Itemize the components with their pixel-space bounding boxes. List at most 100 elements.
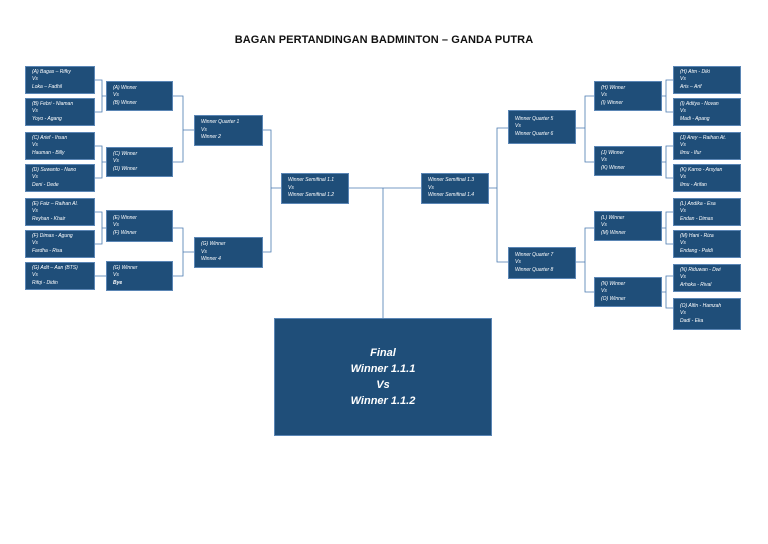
team-1: (L) Winner [601, 214, 625, 221]
vs-label: Vs [428, 184, 434, 191]
team-2: (O) Winner [601, 295, 626, 302]
final-vs-label: Vs [376, 379, 390, 391]
team-1: (M) Hani - Riza [680, 232, 714, 239]
team-1: (N) Riduwan - Dwi [680, 266, 721, 273]
vs-label: Vs [32, 108, 38, 115]
team-2: Winner Semifinal 1.2 [288, 192, 335, 199]
team-1: (C) Winner [113, 150, 138, 157]
match-box-N: (N) Riduwan - Dwi Vs Arhoka - Rival [673, 264, 741, 292]
vs-label: Vs [680, 76, 686, 83]
team-1: (A) Winner [113, 84, 137, 91]
team-1: Winner Quarter 7 [515, 251, 554, 258]
vs-label: Vs [113, 272, 119, 279]
team-2: Madi - Apang [680, 115, 710, 122]
vs-label: Vs [515, 123, 521, 130]
team-2: (I) Winner [601, 99, 623, 106]
team-2: Winner Quarter 6 [515, 130, 554, 137]
team-1: (O) Alfin - Hamzah [680, 302, 722, 309]
bye-label: Bye [113, 279, 123, 286]
vs-label: Vs [113, 158, 119, 165]
team-1: (H) Atm - Diki [680, 68, 710, 75]
team-2: Endang - Paldi [680, 247, 713, 254]
vs-label: Vs [680, 310, 686, 317]
vs-label: Vs [601, 92, 607, 99]
vs-label: Vs [680, 174, 686, 181]
team-1: (C) Arief - Ihsan [32, 134, 68, 141]
match-box-EF: (E) Winner Vs (F) Winner [106, 210, 173, 242]
vs-label: Vs [680, 240, 686, 247]
team-1: (A) Bagas – Rifky [32, 68, 71, 75]
match-box-E: (E) Faiz – Raihan Al. Vs Reyhan - Khair [25, 198, 95, 226]
team-2: (B) Winner [113, 99, 137, 106]
team-2: Ilmu - Arifan [680, 181, 707, 188]
vs-label: Vs [515, 259, 521, 266]
match-box-I: (I) Aditya - Novan Vs Madi - Apang [673, 98, 741, 126]
match-box-H: (H) Atm - Diki Vs Aris – Arif [673, 66, 741, 94]
team-2: Fardha - Risa [32, 247, 63, 254]
match-box-HI: (H) Winner Vs (I) Winner [594, 81, 662, 111]
team-1: (N) Winner [601, 280, 626, 287]
vs-label: Vs [32, 208, 38, 215]
match-box-L: (L) Andika - Esa Vs Endan - Dimas [673, 198, 741, 226]
match-box-NO: (N) Winner Vs (O) Winner [594, 277, 662, 307]
team-2: Winner Semifinal 1.4 [428, 192, 475, 199]
team-2: (D) Winner [113, 165, 138, 172]
vs-label: Vs [32, 142, 38, 149]
team-2: Yoyo - Agang [32, 115, 62, 122]
team-2: Endan - Dimas [680, 215, 714, 222]
quarter-box-2: (G) Winner Vs Winner 4 [194, 237, 263, 268]
vs-label: Vs [601, 222, 607, 229]
team-1: (G) Winner [113, 264, 138, 271]
vs-label: Vs [201, 248, 207, 255]
semifinal-box-right: Winner Semifinal 1.3 Vs Winner Semifinal… [421, 173, 489, 204]
quarter-box-7-8: Winner Quarter 7 Vs Winner Quarter 8 [508, 247, 576, 279]
vs-label: Vs [680, 208, 686, 215]
match-box-O: (O) Alfin - Hamzah Vs Dadi - Eka [673, 298, 741, 330]
match-box-JK: (J) Winner Vs (K) Winner [594, 146, 662, 176]
team-1: Winner Quarter 5 [515, 115, 554, 122]
team-2: Reyhan - Khair [32, 215, 66, 222]
quarter-box-5-6: Winner Quarter 5 Vs Winner Quarter 6 [508, 110, 576, 144]
team-2: (M) Winner [601, 229, 626, 236]
quarter-box-1: Winner Quarter 1 Vs Winner 2 [194, 115, 263, 146]
team-1: (L) Andika - Esa [680, 200, 716, 207]
vs-label: Vs [32, 240, 38, 247]
team-1: (I) Aditya - Novan [680, 100, 719, 107]
vs-label: Vs [680, 108, 686, 115]
team-2: Winner Quarter 8 [515, 266, 554, 273]
team-1: (E) Winner [113, 214, 137, 221]
final-team-2: Winner 1.1.2 [350, 395, 416, 407]
team-1: Winner Semifinal 1.3 [428, 177, 475, 184]
team-2: Ilmu - Ifur [680, 149, 702, 156]
team-1: Winner Semifinal 1.1 [288, 177, 335, 184]
team-2: Winner 2 [201, 134, 221, 141]
team-2: Rifqi - Didin [32, 279, 58, 286]
match-box-G: (G) Adit – Aan (BTS) Vs Rifqi - Didin [25, 262, 95, 290]
team-1: (G) Winner [201, 241, 226, 248]
match-box-J: (J) Arey – Raihan At. Vs Ilmu - Ifur [673, 132, 741, 160]
team-2: Hauman - Billy [32, 149, 65, 156]
vs-label: Vs [601, 157, 607, 164]
team-1: Winner Quarter 1 [201, 119, 240, 126]
team-2: Winner 4 [201, 256, 221, 263]
match-box-F: (F) Dimas - Agung Vs Fardha - Risa [25, 230, 95, 258]
vs-label: Vs [113, 92, 119, 99]
team-1: (F) Dimas - Agung [32, 232, 73, 239]
final-box: Final Winner 1.1.1 Vs Winner 1.1.2 [274, 318, 492, 436]
team-1: (H) Winner [601, 84, 626, 91]
team-2: (K) Winner [601, 164, 625, 171]
match-box-A: (A) Bagas – Rifky Vs Loka – Fadhil [25, 66, 95, 94]
team-2: Arhoka - Rival [680, 281, 712, 288]
match-box-D: (D) Suwanto - Nano Vs Deni - Dede [25, 164, 95, 192]
team-1: (E) Faiz – Raihan Al. [32, 200, 78, 207]
team-1: (J) Arey – Raihan At. [680, 134, 727, 141]
team-1: (J) Winner [601, 149, 625, 156]
match-box-K: (K) Karno - Arsyian Vs Ilmu - Arifan [673, 164, 741, 192]
final-label: Final [370, 347, 396, 359]
vs-label: Vs [601, 288, 607, 295]
semifinal-box-left: Winner Semifinal 1.1 Vs Winner Semifinal… [281, 173, 349, 204]
match-box-AB: (A) Winner Vs (B) Winner [106, 81, 173, 111]
match-box-C: (C) Arief - Ihsan Vs Hauman - Billy [25, 132, 95, 160]
team-2: Deni - Dede [32, 181, 59, 188]
